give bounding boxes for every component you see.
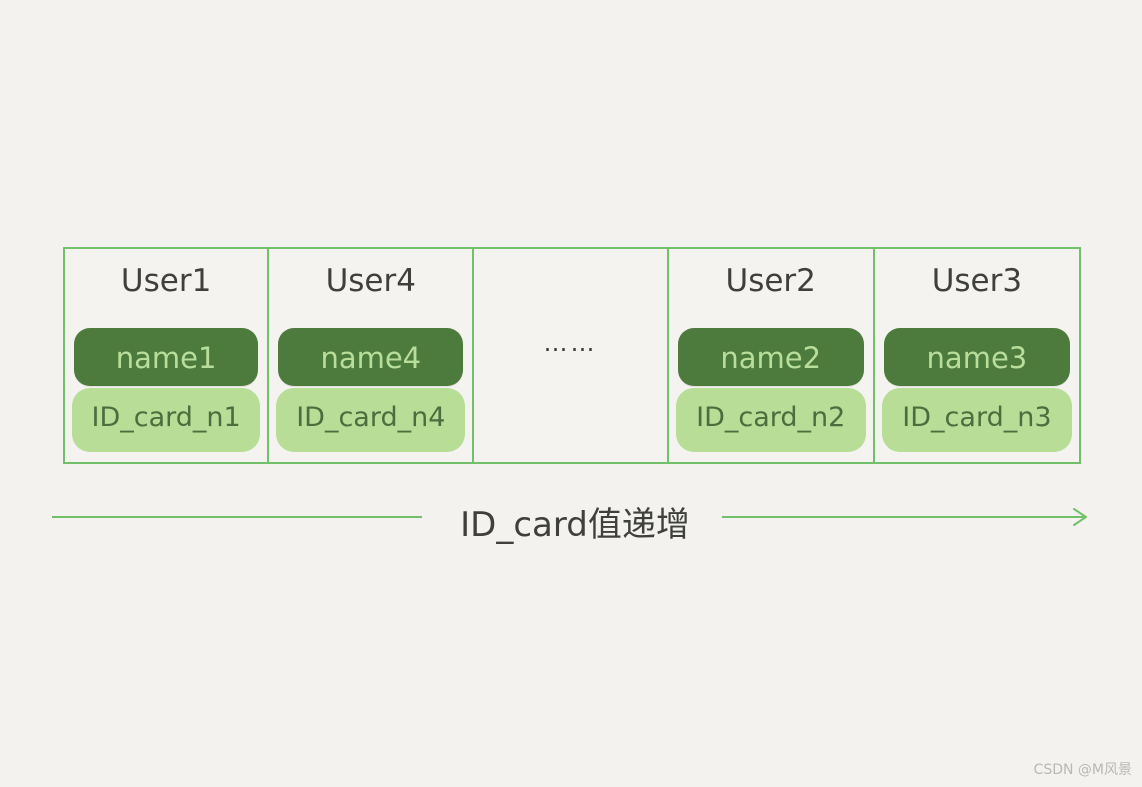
id-card-value: ID_card_n4 [296,402,446,433]
id-card-field: ID_card_n4 [276,388,466,452]
name-field: name2 [677,328,864,386]
id-card-field: ID_card_n1 [72,388,261,452]
name-field: name3 [883,328,1070,386]
user-label: User1 [120,263,212,299]
id-card-value: ID_card_n3 [902,402,1052,433]
ellipsis: …… [543,329,598,357]
name-value: name3 [926,341,1028,375]
record-cell-user3: User3 name3 ID_card_n3 [875,249,1079,462]
name-value: name4 [320,341,422,375]
id-card-field: ID_card_n3 [881,388,1072,452]
name-field: name4 [278,328,464,386]
arrow-head-icon [1073,508,1087,526]
record-row: User1 name1 ID_card_n1 User4 name4 ID_ca… [63,247,1081,464]
record-cell-user1: User1 name1 ID_card_n1 [65,249,270,462]
user-label: User4 [325,263,416,299]
user-label: User3 [931,263,1023,299]
record-cell-user2: User2 name2 ID_card_n2 [669,249,875,462]
name-value: name1 [115,341,217,375]
id-card-value: ID_card_n2 [696,402,846,433]
watermark: CSDN @M风景 [1033,762,1132,778]
id-card-value: ID_card_n1 [91,402,241,433]
name-value: name2 [720,341,822,375]
id-card-field: ID_card_n2 [675,388,866,452]
axis-label: ID_card值递增 [460,505,690,545]
user-label: User2 [725,263,816,299]
record-cell-ellipsis: …… [474,249,669,462]
name-field: name1 [74,328,259,386]
record-cell-user4: User4 name4 ID_card_n4 [269,249,475,462]
